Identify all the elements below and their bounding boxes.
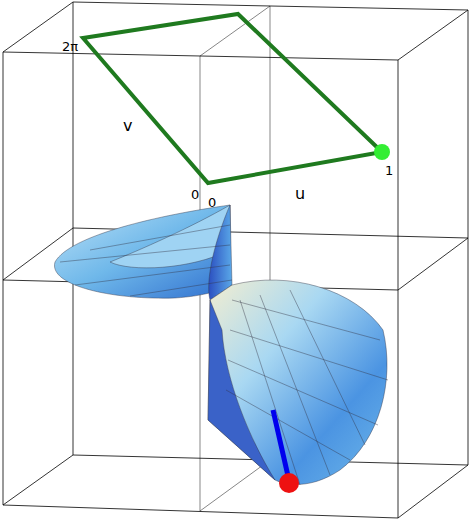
helicoid-surface	[54, 205, 388, 485]
axis-tick: 0	[208, 196, 216, 209]
domain-point	[374, 144, 390, 160]
axis-tick: 2π	[62, 40, 78, 53]
surface-point	[279, 473, 299, 493]
axis-tick: 0	[191, 188, 199, 201]
normal-vector	[273, 410, 288, 476]
parameter-domain	[83, 14, 382, 183]
axis-tick: 1	[385, 164, 393, 177]
axis-name: u	[295, 186, 305, 202]
axis-name: v	[123, 118, 132, 134]
bounding-box	[3, 2, 468, 518]
